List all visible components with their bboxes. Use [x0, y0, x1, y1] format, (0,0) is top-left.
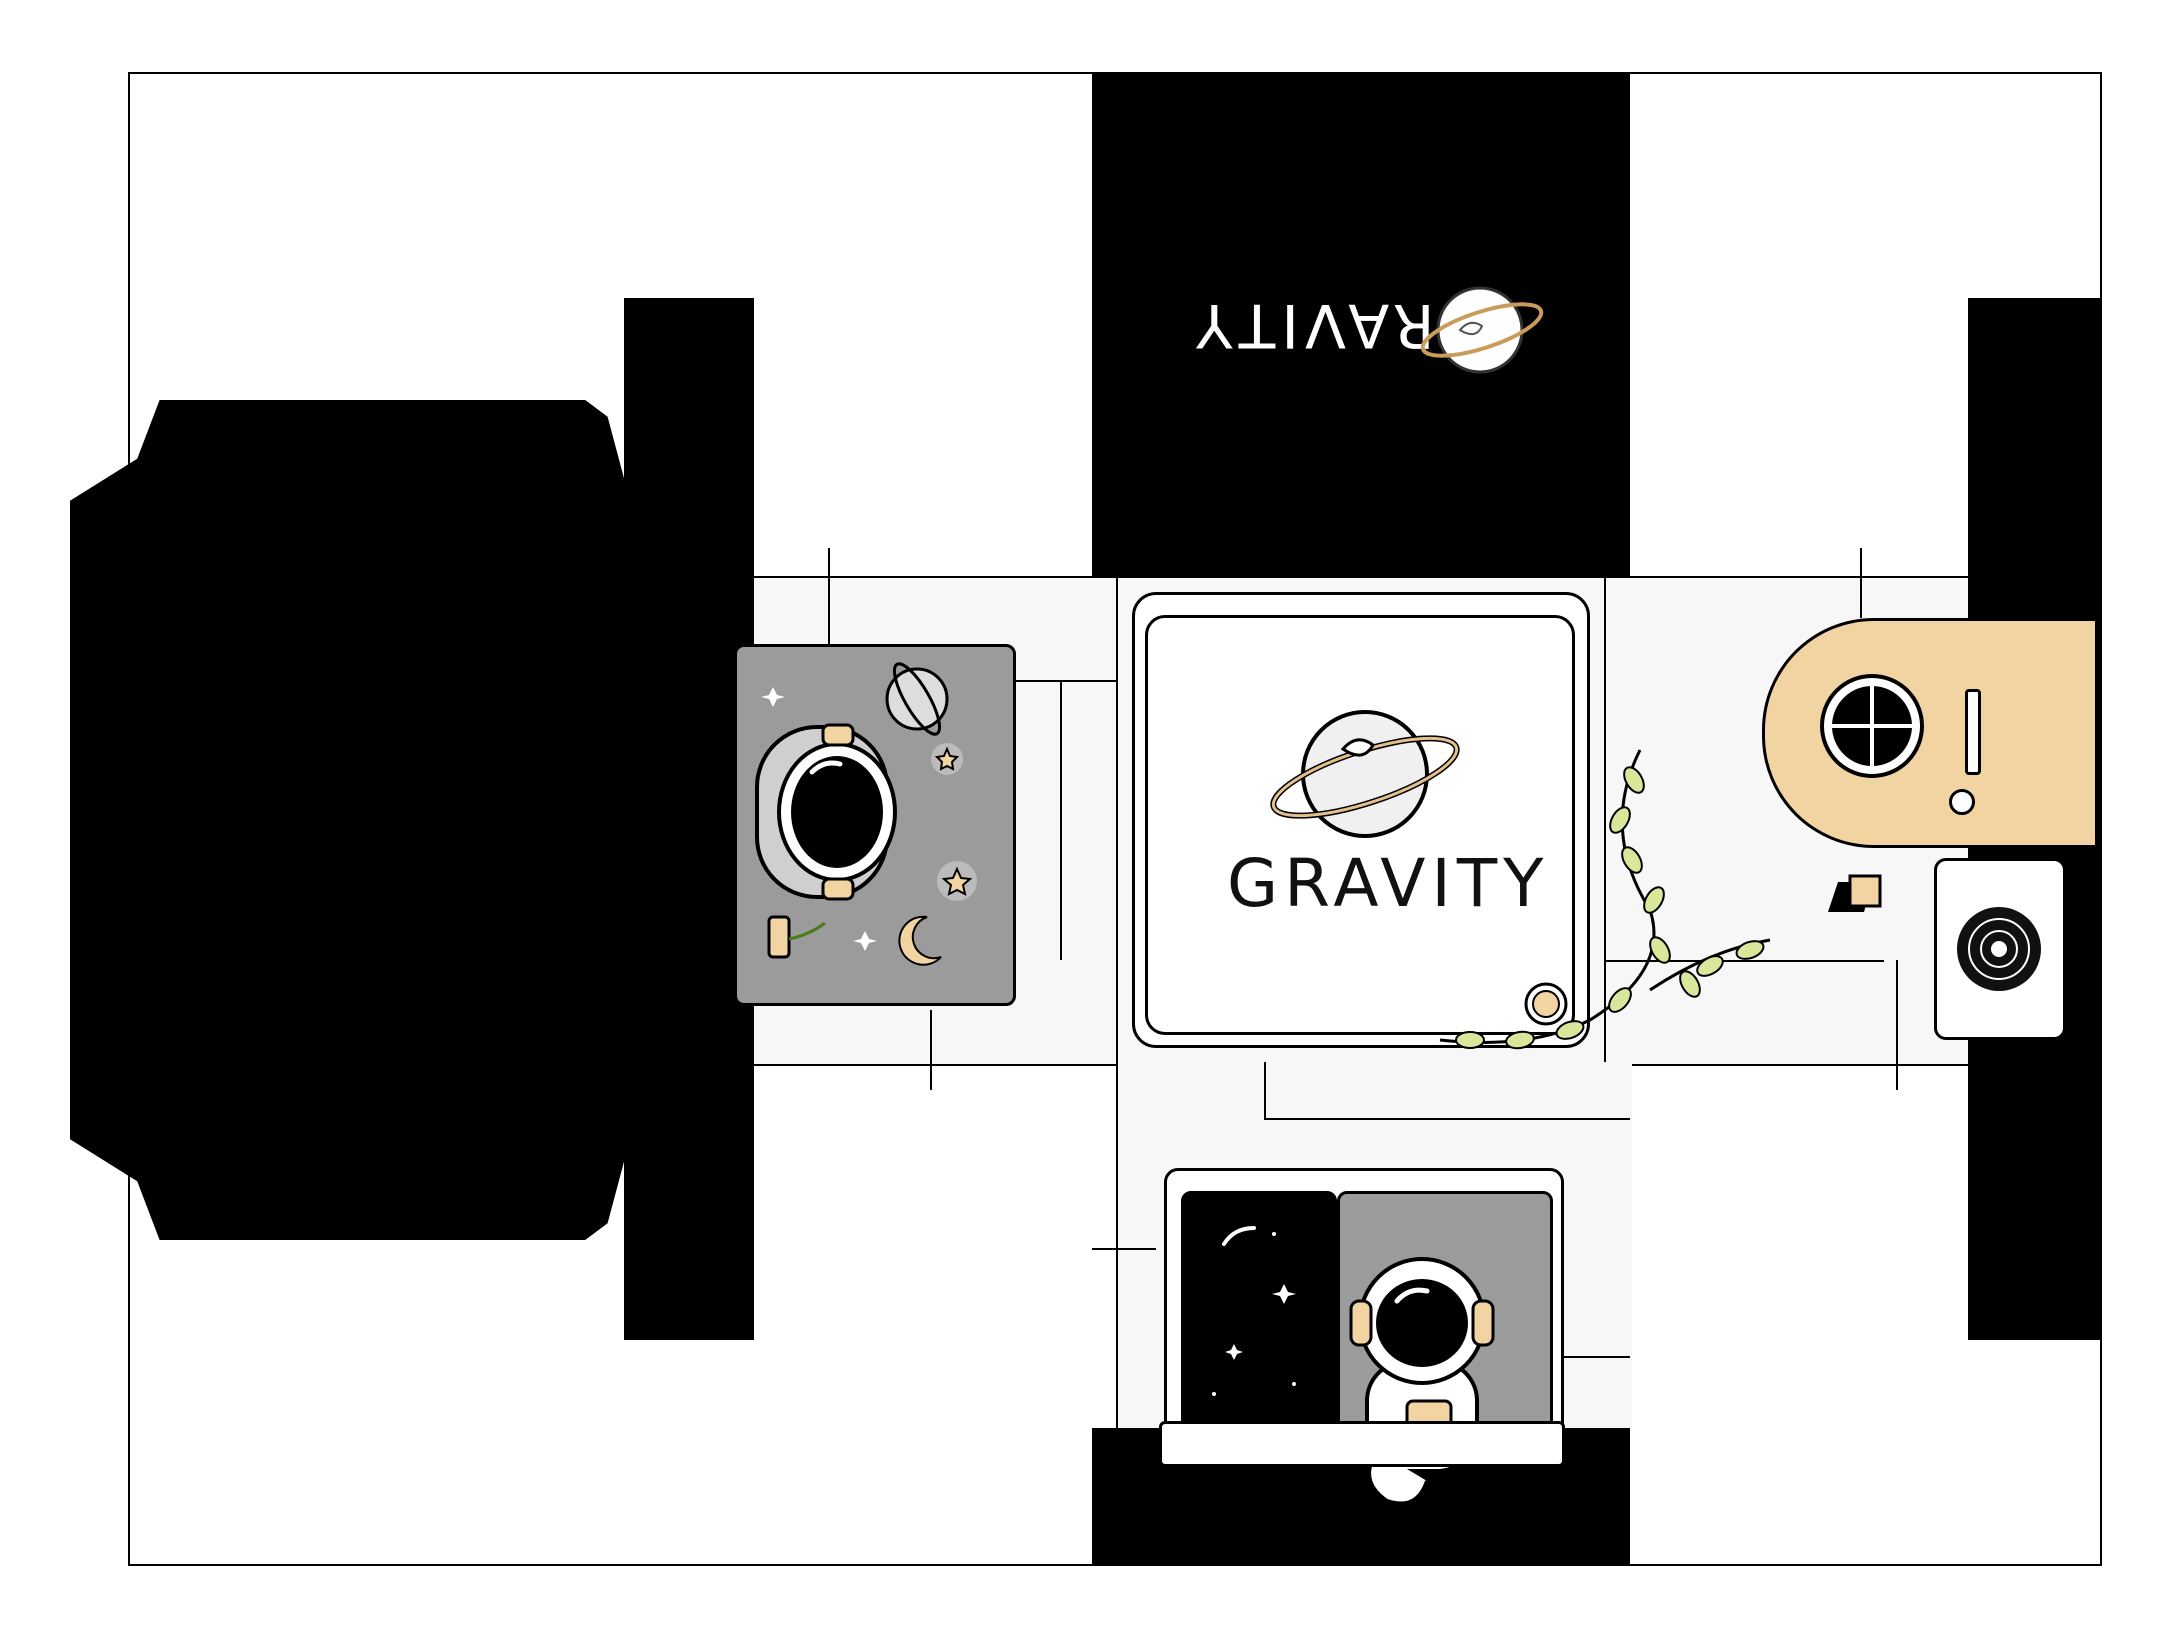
panel-line [1060, 680, 1062, 960]
ringed-planet-icon [1420, 286, 1544, 374]
door-handle [1965, 689, 1981, 775]
wall-divider-right [1604, 576, 1606, 1062]
panel-line [1896, 960, 1898, 1090]
ac-unit [1934, 858, 2066, 1040]
capsule-door [1762, 618, 2095, 848]
top-flap [1092, 72, 1630, 576]
panel-line [1010, 680, 1116, 682]
front-panel-label: GRAVITY [1227, 845, 1550, 922]
panel-line [828, 548, 830, 648]
stars-icon [1212, 1226, 1296, 1396]
knob-icon [1524, 982, 1568, 1026]
left-glue-tab [624, 298, 754, 1340]
panel-line [930, 1010, 932, 1090]
lantern-icon [1828, 874, 1882, 912]
front-panel: GRAVITY [1132, 592, 1590, 1048]
astronaut-poster [734, 644, 1016, 1006]
left-side-piece [70, 400, 630, 1240]
panel-line [1860, 548, 1862, 618]
panel-line [1560, 1356, 1630, 1358]
panel-line [1092, 1248, 1156, 1250]
astronaut-icon [1349, 1257, 1495, 1506]
ringed-planet-icon [1270, 710, 1460, 838]
fan-icon [1957, 907, 2041, 991]
top-flap-logo: GRAVITY [1180, 270, 1560, 390]
panel-line [1604, 960, 1884, 962]
space-window [1181, 1191, 1337, 1453]
panel-line [1264, 1118, 1630, 1120]
front-panel-inner [1145, 615, 1575, 1035]
vine-plant-icon [1439, 749, 1771, 1050]
door-light [1949, 789, 1975, 815]
window-frame [1159, 1168, 1565, 1506]
porthole-icon [1820, 674, 1924, 778]
window-sill [1159, 1421, 1565, 1467]
wall-divider-left [1116, 576, 1118, 1062]
astronaut-icon [755, 662, 977, 966]
panel-line [1264, 1062, 1266, 1118]
